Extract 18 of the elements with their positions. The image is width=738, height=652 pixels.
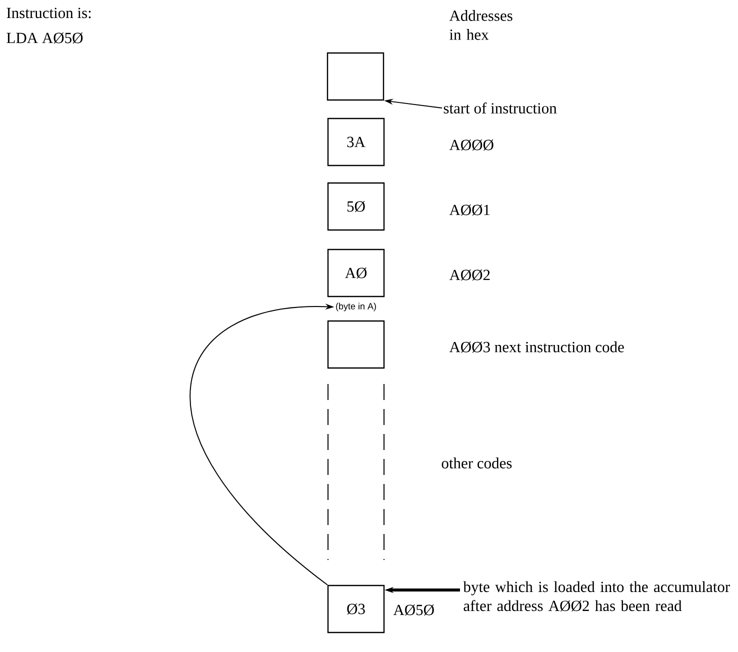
memory-cell: AØ	[327, 248, 385, 298]
address-label: AØØØ	[449, 140, 494, 150]
cell-note: (byte in A)	[336, 302, 376, 312]
title-text: LDA AØ5Ø	[6, 32, 83, 44]
address-label: AØØ3 next instruction code	[449, 341, 624, 353]
memory-cell	[327, 320, 385, 369]
address-label: AØØ1	[449, 204, 490, 216]
memory-cell: 3A	[327, 118, 385, 166]
address-label: AØØ2	[449, 270, 490, 280]
region-label: other codes	[442, 458, 512, 468]
title-text: Instruction is:	[6, 8, 91, 18]
instruction-note: byte which is loaded into the accumulator after address AØØ2 has been read	[463, 581, 730, 612]
address-label: AØ5Ø	[393, 604, 434, 616]
memory-cell: 5Ø	[327, 182, 385, 231]
memory-cell: Ø3	[327, 584, 385, 634]
instruction-note: start of instruction	[444, 102, 557, 114]
memory-cell	[326, 52, 384, 101]
column-heading: Addresses in hex	[449, 10, 512, 40]
